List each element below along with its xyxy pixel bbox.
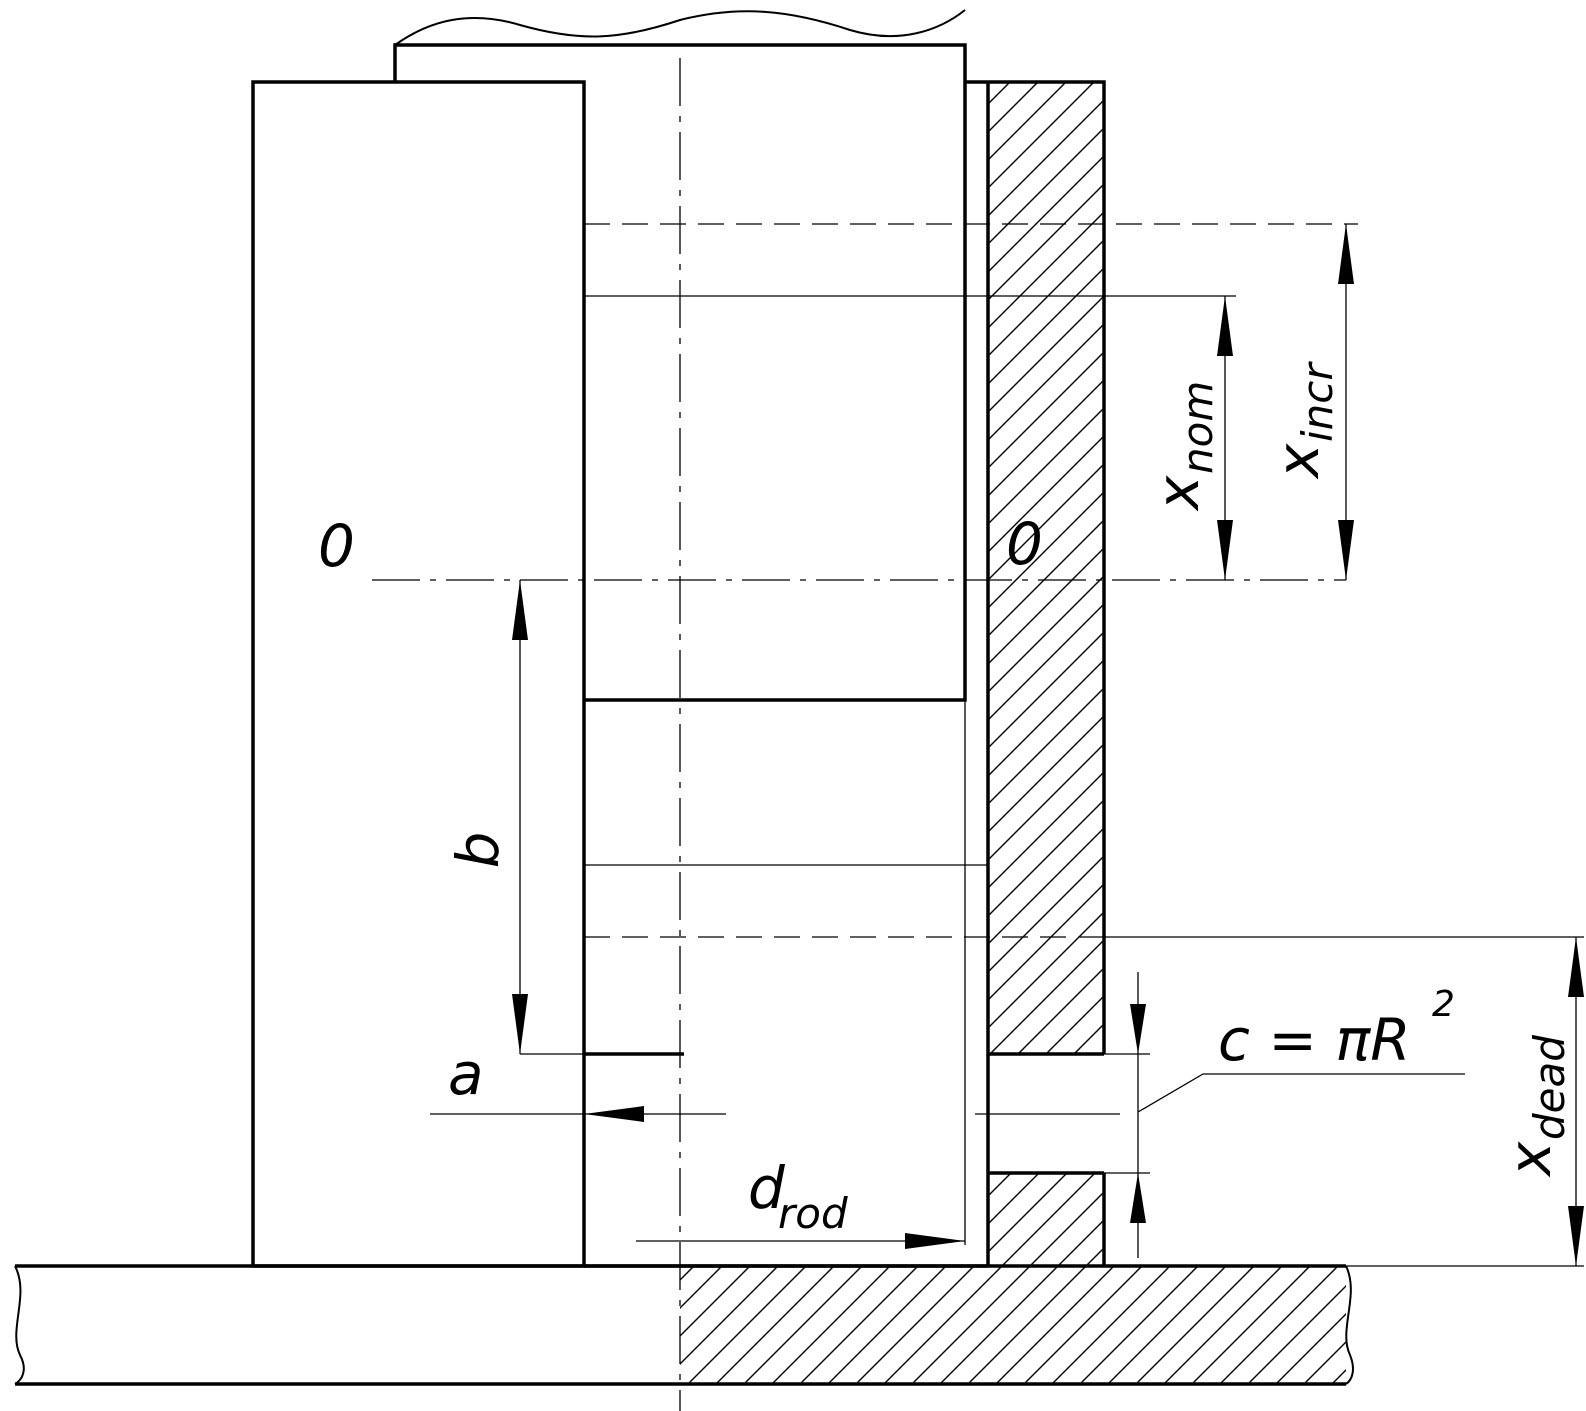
xnom-label: x nom xyxy=(1144,381,1222,512)
dashed-lines xyxy=(584,223,1358,938)
c-formula-label: c = πR 2 xyxy=(1218,984,1455,1074)
c-arrow-bottom xyxy=(1130,1173,1146,1223)
xdead-main: x xyxy=(1496,1141,1564,1178)
b-arrow-top xyxy=(512,580,528,640)
xdead-arrow-bottom xyxy=(1568,1206,1584,1266)
outlines xyxy=(15,43,1346,1386)
xnom-arrow-top xyxy=(1217,296,1233,356)
drod-main: d xyxy=(748,1154,786,1222)
dim-label-b: b xyxy=(444,832,512,869)
c-formula-exponent: 2 xyxy=(1432,984,1455,1025)
drod-label: d rod xyxy=(748,1154,848,1238)
xincr-arrow-bottom xyxy=(1338,520,1354,580)
section-label-left: 0 xyxy=(318,512,355,580)
xnom-sub: nom xyxy=(1173,381,1222,474)
c-formula: c = πR xyxy=(1218,1006,1411,1074)
xdead-sub: dead xyxy=(1525,1035,1574,1140)
right-wall-outer xyxy=(988,80,1106,1054)
center-lines xyxy=(372,58,1346,1411)
xnom-arrow-bottom xyxy=(1217,520,1233,580)
xincr-sub: incr xyxy=(1293,361,1342,442)
b-arrow-bottom xyxy=(512,994,528,1054)
right-wall-upper-hatch xyxy=(988,82,1104,1054)
xincr-main: x xyxy=(1264,443,1332,480)
section-label-right: 0 xyxy=(1006,510,1043,578)
drod-sub: rod xyxy=(778,1189,848,1238)
xdead-label: x dead xyxy=(1496,1035,1574,1178)
labels: 0 0 b a d rod x nom x incr x dead c = πR… xyxy=(318,361,1574,1238)
break-lines xyxy=(14,9,1354,1385)
xincr-label: x incr xyxy=(1264,361,1342,480)
xnom-main: x xyxy=(1144,475,1212,512)
thin-lines xyxy=(430,224,1584,1267)
xincr-arrow-top xyxy=(1338,224,1354,284)
right-wall-lower-hatch xyxy=(988,1173,1104,1266)
base-break-right xyxy=(1345,1265,1354,1385)
hatched-sections xyxy=(680,82,1346,1384)
rod-break xyxy=(394,9,966,46)
arrowheads xyxy=(512,224,1584,1266)
drod-arrow xyxy=(905,1233,965,1249)
c-arrow-top xyxy=(1130,1004,1146,1054)
c-leader xyxy=(1137,1073,1465,1113)
base-hatch xyxy=(680,1266,1346,1384)
a-arrow xyxy=(584,1106,644,1122)
rod-outline xyxy=(393,43,967,702)
base-break-left xyxy=(14,1265,25,1385)
xdead-arrow-top xyxy=(1568,937,1584,997)
left-body xyxy=(251,80,586,1268)
point-label-a: a xyxy=(448,1040,484,1108)
